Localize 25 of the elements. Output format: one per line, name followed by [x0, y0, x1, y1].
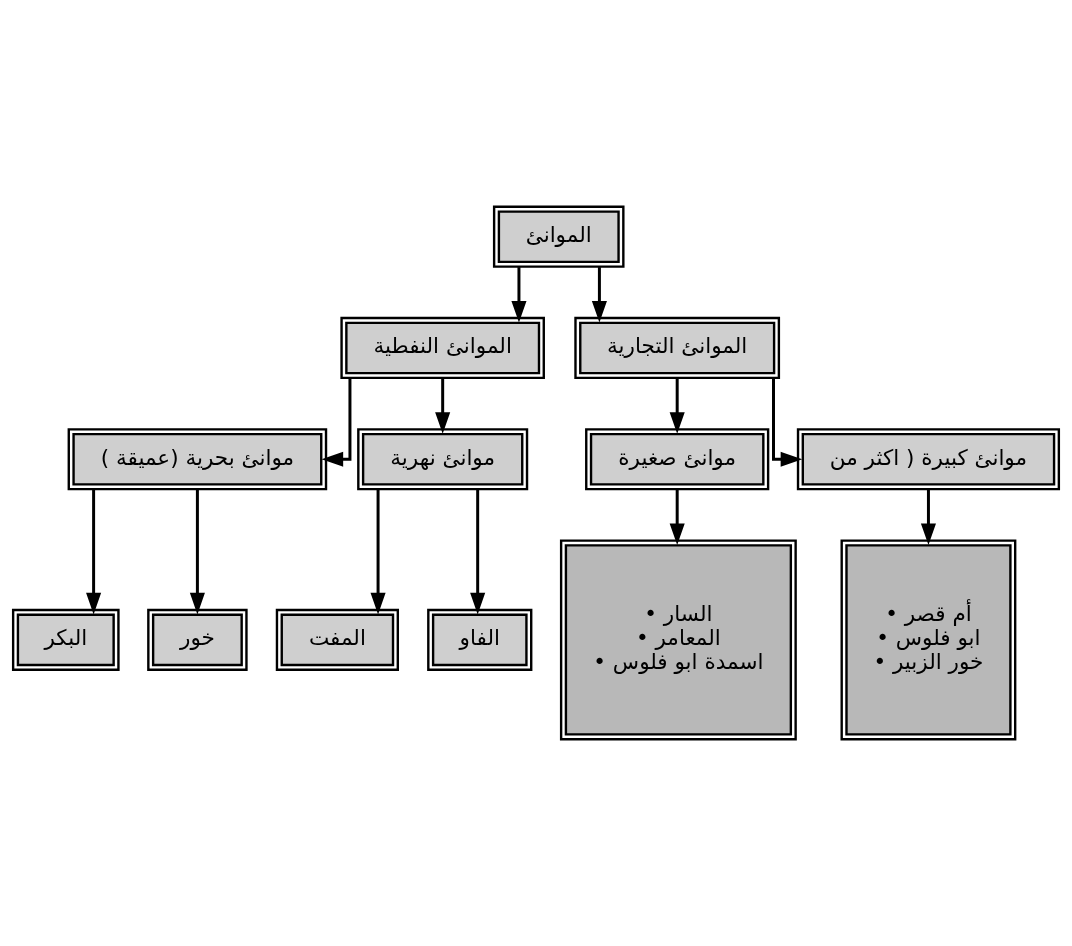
arrow [435, 378, 451, 434]
arrow [86, 489, 102, 615]
node-box: موانئ بحرية (عميقة ) [67, 428, 328, 491]
node-box: موانئ كبيرة ( اكثر من [796, 428, 1061, 491]
arrow [920, 489, 936, 546]
node-box: البكر [11, 608, 120, 671]
arrow [189, 489, 205, 615]
node-box: موانئ نهرية [357, 428, 529, 491]
arrow [669, 378, 685, 434]
arrow [370, 489, 386, 615]
node-box: المفت [275, 608, 399, 671]
node-box: الموانئ التجارية [574, 316, 781, 380]
node-box: الموانئ النفطية [340, 316, 545, 380]
arrow [470, 489, 486, 615]
arrow [591, 267, 607, 323]
node-box: • السار • المعامر • اسمدة ابو فلوس [559, 539, 797, 741]
node-box: الفاو [427, 608, 533, 671]
arrow [772, 378, 803, 467]
arrow [321, 378, 352, 467]
node-box: خور [147, 608, 248, 671]
node-box: موانئ صغيرة [585, 428, 770, 491]
node-box: • أم قصر • ابو فلوس • خور الزبير [840, 539, 1017, 741]
node-box: الموانئ [492, 205, 625, 268]
arrow [669, 489, 685, 546]
arrow [511, 267, 527, 323]
